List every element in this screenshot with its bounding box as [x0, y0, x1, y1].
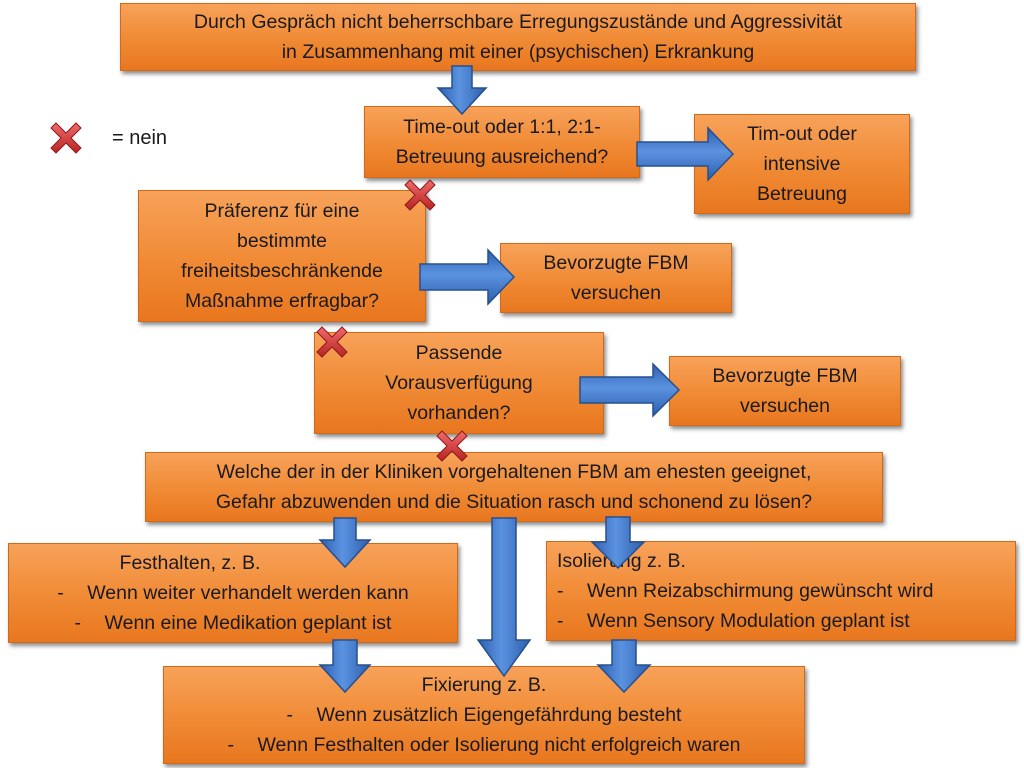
- holding-item-2: -Wenn eine Medikation geplant ist: [57, 608, 409, 638]
- preference-question-line-3: freiheitsbeschränkende: [181, 260, 383, 282]
- advance-directive-question-line-1: Passende: [415, 342, 503, 364]
- timeout-answer-box: Tim-out oder intensive Betreuung: [694, 114, 910, 214]
- fixation-item-2-text: Wenn Festhalten oder Isolierung nicht er…: [257, 734, 741, 756]
- isolation-item-2: - Wenn Sensory Modulation geplant ist: [557, 606, 933, 636]
- isolation-list: - Wenn Reizabschirmung gewünscht wird - We…: [557, 576, 933, 636]
- preference-question-line-1: Präferenz für eine: [204, 200, 360, 222]
- arrow-down-isolierung-to-fixierung: [596, 639, 652, 694]
- arrow-right-advance-directive: [579, 362, 681, 418]
- fixation-item-2: - Wenn Festhalten oder Isolierung nicht e…: [227, 730, 740, 760]
- isolation-item-1: - Wenn Reizabschirmung gewünscht wird: [557, 576, 933, 606]
- advance-directive-answer-line-2: versuchen: [740, 395, 830, 417]
- arrow-right-preference: [419, 248, 516, 306]
- bullet-dash: -: [557, 580, 564, 602]
- bullet-dash: -: [227, 734, 234, 756]
- legend-label: = nein: [112, 127, 168, 149]
- holding-box: Festhalten, z. B. -Wenn weiter verhandel…: [8, 543, 458, 643]
- fixation-title: Fixierung z. B.: [421, 674, 547, 696]
- isolation-item-2-text: Wenn Sensory Modulation geplant ist: [587, 610, 910, 632]
- timeout-answer-line-2: intensive: [763, 153, 841, 175]
- timeout-question-line-1: Time-out oder 1:1, 2:1-: [403, 116, 601, 138]
- advance-directive-question-line-3: vorhanden?: [407, 402, 511, 424]
- isolation-item-1-text: Wenn Reizabschirmung gewünscht wird: [587, 580, 934, 602]
- fixation-list: -Wenn zusätzlich Eigengefährdung besteht…: [227, 700, 740, 760]
- bullet-dash: -: [57, 582, 64, 604]
- advance-directive-answer-line-1: Bevorzugte FBM: [712, 365, 858, 387]
- arrow-down-top-to-timeout: [436, 65, 488, 116]
- top-box-line-2: in Zusammenhang mit einer (psychischen) …: [281, 41, 755, 63]
- timeout-answer-line-3: Betreuung: [757, 183, 847, 205]
- fixation-item-1: -Wenn zusätzlich Eigengefährdung besteht: [227, 700, 740, 730]
- fixation-box: Fixierung z. B. -Wenn zusätzlich Eigenge…: [163, 666, 805, 764]
- preference-answer-box: Bevorzugte FBM versuchen: [500, 243, 732, 313]
- arrow-down-welche-to-festhalten: [318, 517, 372, 569]
- red-x-icon-timeout-no: [404, 179, 436, 211]
- arrow-right-timeout: [636, 126, 735, 182]
- holding-item-1: - Wenn weiter verhandelt werden kann: [57, 578, 409, 608]
- top-box: Durch Gespräch nicht beherrschbare Erreg…: [120, 3, 916, 71]
- timeout-answer-line-1: Tim-out oder: [747, 123, 857, 145]
- which-measure-line-1: Welche der in der Kliniken vorgehaltenen…: [216, 461, 812, 483]
- legend-red-x-icon: [50, 122, 82, 154]
- arrow-down-welche-to-fixierung: [476, 517, 532, 678]
- timeout-question-line-2: Betreuung ausreichend?: [395, 146, 609, 168]
- fixation-item-1-text: Wenn zusätzlich Eigengefährdung besteht: [316, 704, 682, 726]
- arrow-down-welche-to-isolierung: [590, 516, 646, 570]
- holding-item-2-text: Wenn eine Medikation geplant ist: [104, 612, 392, 634]
- advance-directive-question-box: Passende Vorausverfügung vorhanden?: [314, 332, 604, 434]
- preference-question-line-2: bestimmte: [237, 230, 327, 252]
- preference-answer-line-1: Bevorzugte FBM: [543, 252, 689, 274]
- which-measure-line-2: Gefahr abzuwenden und die Situation rasc…: [215, 491, 813, 513]
- preference-question-line-4: Maßnahme erfragbar?: [184, 290, 379, 312]
- bullet-dash: -: [557, 610, 564, 632]
- arrow-down-festhalten-to-fixierung: [318, 639, 372, 694]
- preference-question-box: Präferenz für eine bestimmte freiheitsbe…: [138, 190, 426, 322]
- holding-list: -Wenn weiter verhandelt werden kann -Wen…: [57, 578, 409, 638]
- red-x-icon-preference-no: [316, 326, 348, 358]
- holding-item-1-text: Wenn weiter verhandelt werden kann: [87, 582, 409, 604]
- bullet-dash: -: [74, 612, 82, 634]
- preference-answer-line-2: versuchen: [571, 282, 661, 304]
- red-x-icon-advance-directive-no: [436, 430, 468, 462]
- holding-title: Festhalten, z. B.: [119, 552, 261, 574]
- advance-directive-answer-box: Bevorzugte FBM versuchen: [669, 356, 901, 426]
- bullet-dash: -: [286, 704, 294, 726]
- advance-directive-question-line-2: Vorausverfügung: [385, 372, 533, 394]
- top-box-line-1: Durch Gespräch nicht beherrschbare Erreg…: [193, 11, 843, 33]
